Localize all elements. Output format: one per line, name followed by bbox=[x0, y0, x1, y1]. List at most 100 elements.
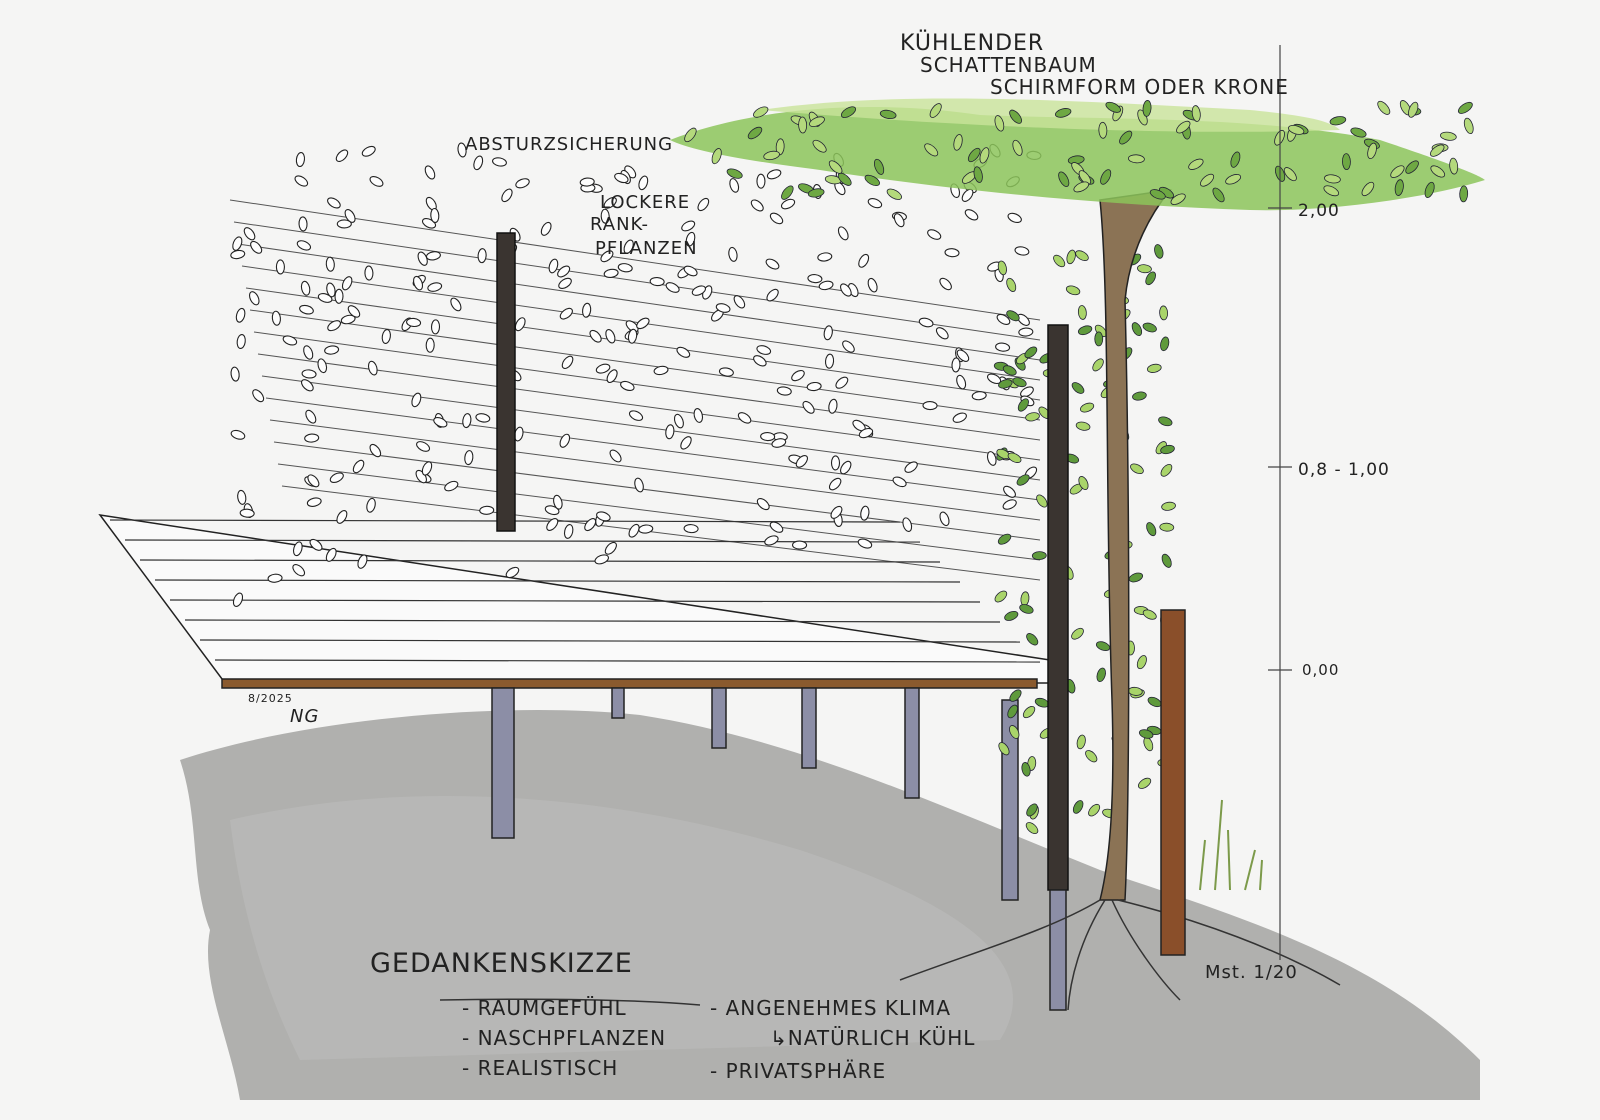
leaf bbox=[334, 288, 344, 304]
leaf bbox=[589, 329, 602, 343]
tree-roots bbox=[899, 899, 1341, 1011]
vine-leaf bbox=[1096, 667, 1106, 683]
leaf bbox=[638, 524, 654, 534]
vine-leaf bbox=[1136, 655, 1147, 670]
leaf bbox=[766, 288, 779, 302]
railing-post-right bbox=[1047, 324, 1069, 891]
leaf bbox=[802, 400, 815, 414]
leaf bbox=[473, 155, 484, 171]
leaf bbox=[381, 329, 391, 344]
leaf bbox=[867, 277, 878, 293]
canopy-leaf bbox=[763, 150, 780, 161]
vine-leaf bbox=[1138, 729, 1154, 739]
leaf bbox=[344, 209, 356, 223]
leaf bbox=[623, 239, 634, 254]
vine-leaf bbox=[1147, 696, 1162, 708]
leaf bbox=[475, 413, 491, 423]
canopy-leaf bbox=[1457, 101, 1473, 114]
leaf bbox=[665, 424, 675, 440]
canopy-leaf bbox=[873, 158, 885, 175]
leaf bbox=[604, 541, 617, 555]
vine-leaf bbox=[1065, 285, 1081, 296]
canopy-leaf bbox=[1440, 131, 1457, 141]
leaf bbox=[544, 505, 560, 516]
vine-leaf bbox=[1012, 377, 1027, 388]
leaf bbox=[927, 229, 942, 240]
leaf bbox=[605, 329, 616, 344]
leaf bbox=[444, 480, 459, 492]
canopy-leaf bbox=[1323, 185, 1340, 197]
fence-line bbox=[261, 375, 1041, 481]
vine-leaf bbox=[1092, 358, 1104, 372]
leaf bbox=[995, 342, 1011, 352]
canopy-leaf bbox=[753, 106, 769, 118]
leaf bbox=[411, 392, 422, 408]
label-tree-3: SCHIRMFORM ODER KRONE bbox=[990, 75, 1289, 99]
leaf bbox=[665, 282, 680, 293]
leaf bbox=[295, 152, 306, 168]
canopy-leaf bbox=[1176, 120, 1191, 134]
vine-leaf bbox=[1036, 494, 1048, 508]
vine-leaf bbox=[1160, 336, 1170, 352]
vine-leaf bbox=[1006, 310, 1020, 322]
leaf bbox=[230, 249, 246, 260]
label-climbers-1: LOCKERE bbox=[600, 192, 690, 213]
leaf bbox=[892, 476, 907, 488]
vine-leaf bbox=[1020, 591, 1030, 607]
leaf bbox=[325, 256, 335, 272]
leaf bbox=[627, 328, 638, 344]
vine-leaf bbox=[1025, 822, 1039, 835]
leaf bbox=[336, 219, 352, 229]
leaf bbox=[292, 564, 306, 577]
fence-line bbox=[265, 397, 1041, 501]
leaf bbox=[1020, 386, 1034, 398]
leaf bbox=[620, 380, 635, 392]
leaf bbox=[299, 304, 314, 315]
leaf bbox=[457, 142, 467, 158]
leaf bbox=[893, 213, 905, 228]
leaf bbox=[693, 408, 704, 423]
leaf bbox=[750, 199, 764, 212]
leaf bbox=[764, 535, 779, 546]
scale-mark-rail: 0,8 - 1,00 bbox=[1298, 460, 1390, 480]
leaf bbox=[325, 547, 337, 562]
note-right-3: - PRIVATSPHÄRE bbox=[710, 1059, 886, 1083]
vine-leaf bbox=[1159, 522, 1175, 532]
leaf bbox=[697, 197, 710, 212]
leaf bbox=[728, 246, 738, 262]
leaf bbox=[249, 291, 260, 306]
label-tree-1: KÜHLENDER bbox=[900, 30, 1044, 56]
leaf bbox=[858, 427, 874, 439]
leaf bbox=[753, 355, 767, 367]
leaf bbox=[282, 335, 298, 346]
vine-leaf bbox=[1004, 610, 1019, 621]
canopy-leaf bbox=[1405, 160, 1419, 174]
leaf bbox=[252, 389, 265, 403]
leaf bbox=[1007, 212, 1022, 224]
canopy-leaf bbox=[837, 172, 852, 186]
vine-leaf bbox=[1130, 463, 1144, 475]
label-tree-2: SCHATTENBAUM bbox=[920, 53, 1097, 77]
tree-trunk bbox=[1099, 188, 1172, 901]
fence-line bbox=[249, 309, 1041, 421]
vine-leaf bbox=[1080, 402, 1095, 413]
leaf bbox=[956, 374, 967, 390]
leaf bbox=[939, 511, 950, 527]
vine-leaf bbox=[1009, 725, 1020, 739]
leaf bbox=[842, 340, 855, 353]
canopy-leaf bbox=[809, 116, 825, 127]
canopy-leaf bbox=[1188, 158, 1204, 170]
leaf bbox=[298, 216, 308, 232]
scale-mark-zero: 0,00 bbox=[1302, 661, 1339, 679]
leaf bbox=[464, 450, 474, 466]
scale-mark-top: 2,00 bbox=[1298, 201, 1340, 221]
fence-lines bbox=[229, 199, 1041, 581]
vine-leaf bbox=[1146, 522, 1157, 537]
deck-board-line bbox=[154, 579, 961, 583]
leaf bbox=[335, 149, 349, 163]
leaf bbox=[479, 505, 495, 515]
vine-leaf bbox=[1022, 705, 1036, 719]
leaf bbox=[628, 523, 640, 538]
fence-line bbox=[273, 441, 1041, 541]
leaf bbox=[430, 319, 441, 335]
